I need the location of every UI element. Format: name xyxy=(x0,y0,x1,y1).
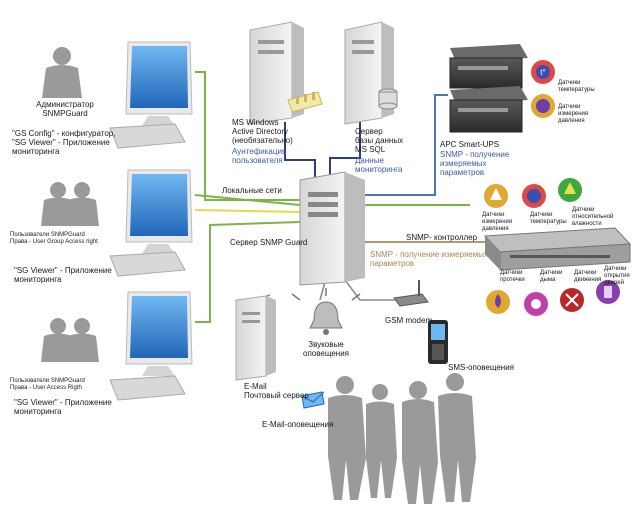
sensor-temp2-label: Датчики температуры xyxy=(530,212,567,225)
group-people-icon xyxy=(41,182,99,226)
temperature-sensor-icon xyxy=(522,184,546,208)
link-db xyxy=(329,120,361,178)
door-sensor-icon xyxy=(596,280,620,304)
access-workstation xyxy=(41,291,193,401)
sensor-smoke-label: Датчики дыма xyxy=(540,270,563,283)
pressure-icon xyxy=(531,94,555,118)
local-net-label: Локальные сети xyxy=(222,186,282,195)
bell-icon xyxy=(291,288,361,335)
ad-server xyxy=(249,21,323,125)
snmp-guard-server xyxy=(299,171,365,286)
group-workstation xyxy=(41,169,193,277)
svg-text:t°: t° xyxy=(540,68,545,77)
sensor-flood-label: Датчики протечки xyxy=(500,270,525,283)
sensor-motion-label: Датчики движения xyxy=(574,270,602,283)
email-server xyxy=(235,295,276,381)
link-group xyxy=(194,194,301,206)
gsm-modem-icon xyxy=(393,280,429,307)
auth-label: Аунтефикация пользователя xyxy=(232,147,287,165)
apc-label: APC Smart-UPS xyxy=(440,140,500,149)
group-users-label: Пользователи SNMPGuard Права - User Grou… xyxy=(10,232,98,245)
envelope-icon xyxy=(301,391,325,409)
snmp-controller xyxy=(483,227,632,271)
group-app-label: "SG Viewer" - Приложение мониторинга xyxy=(14,266,112,284)
motion-sensor-icon xyxy=(560,288,584,312)
snmp-params-label: SNMP - получение измеряемых параметров xyxy=(440,150,510,177)
ad-sticks-icon xyxy=(287,91,323,113)
temperature-icon: t° xyxy=(531,60,555,84)
people-silhouettes xyxy=(328,373,476,504)
db-server-label: Сервер базы данных MS SQL xyxy=(355,127,404,154)
humidity-sensor-icon xyxy=(558,178,582,202)
email-notif-label: E-Mail-оповещения xyxy=(262,420,334,429)
link-ad xyxy=(284,122,316,178)
smoke-sensor-icon xyxy=(524,292,548,316)
sensor-pressure-label: Датчики измерения давления xyxy=(558,104,589,124)
db-server xyxy=(344,21,398,125)
email-label: E-Mail Почтовый сервер xyxy=(244,382,309,400)
snmp-params2-label: SNMP - получение измеряемых параметров xyxy=(370,250,489,268)
access-people-icon xyxy=(41,318,99,362)
sensor-hum-label: Датчики относительной влажности xyxy=(572,207,614,227)
admin-apps-label: "GS Config" - конфигуратор, "SG Viewer" … xyxy=(12,129,116,156)
connections xyxy=(194,71,485,323)
link-sound xyxy=(319,281,326,301)
leak-sensor-icon xyxy=(486,290,510,314)
sms-label: SMS-оповещения xyxy=(448,363,514,372)
mobile-phone-icon xyxy=(428,320,448,364)
admin-title-label: Администратор SNMPGuard xyxy=(36,100,94,118)
apc-ups xyxy=(449,44,528,133)
ms-windows-label: MS Windows Active Directory (необязатель… xyxy=(232,118,293,145)
sound-label: Звуковые оповещения xyxy=(303,340,349,358)
sensor-press2-label: Датчики измерения давления xyxy=(482,212,513,232)
mon-data-label: Данные мониторинга xyxy=(355,156,403,174)
controller-bottom-sensors xyxy=(486,280,620,316)
access-users-label: Пользователи SNMPGuard Права - User Acce… xyxy=(10,378,85,391)
link-gsm xyxy=(344,279,395,301)
pressure-sensor-icon xyxy=(484,184,508,208)
snmp-server-label: Сервер SNMP Guard xyxy=(230,238,308,247)
link-ups xyxy=(365,94,448,196)
admin-person-icon xyxy=(42,47,82,98)
database-icon xyxy=(378,88,398,110)
admin-workstation xyxy=(42,41,193,149)
ups-sensors: t° xyxy=(531,60,555,118)
sensor-door-label: Датчики открытия дверей xyxy=(604,266,630,286)
link-access xyxy=(195,221,301,323)
controller-top-sensors xyxy=(484,178,582,208)
access-app-label: "SG Viewer" - Приложение мониторинга xyxy=(14,398,112,416)
snmp-controller-label: SNMP- контроллер xyxy=(406,233,478,242)
sensor-temp-label: Датчики температуры xyxy=(558,80,595,93)
gsm-label: GSM modem xyxy=(385,316,433,325)
link-group-yellow xyxy=(194,209,301,213)
